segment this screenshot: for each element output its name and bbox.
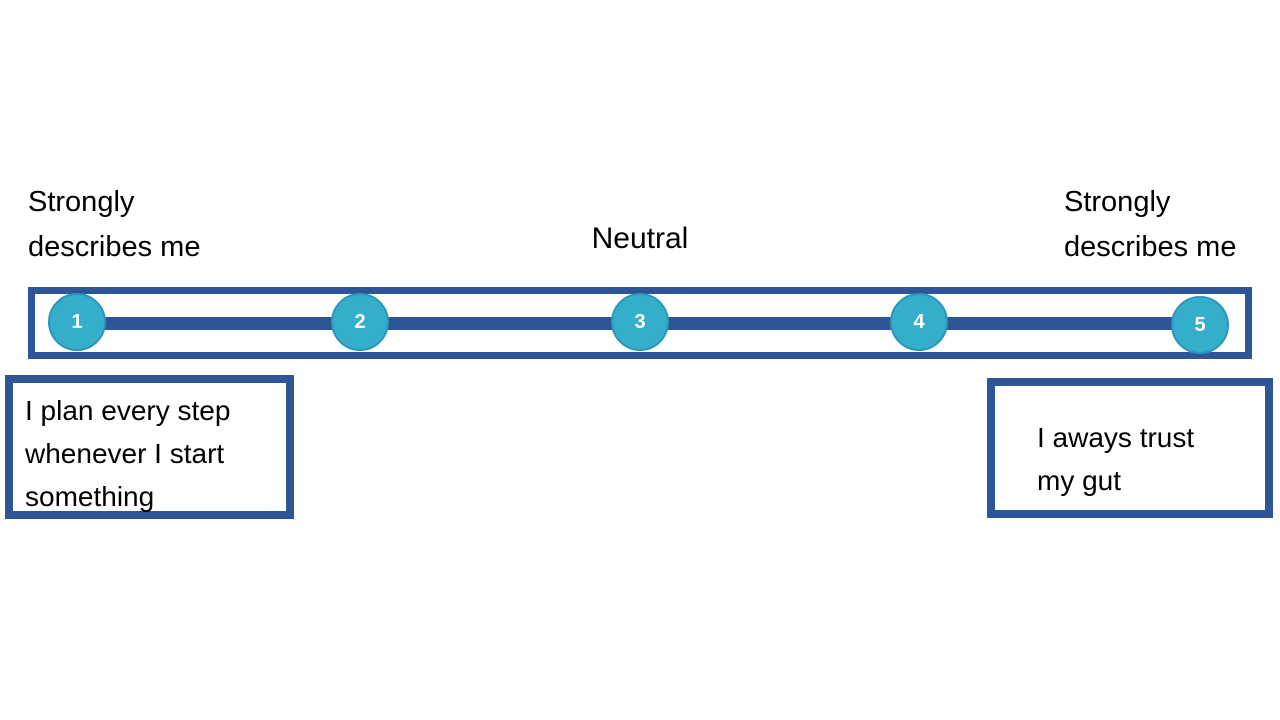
statement-box-right: I aways trust my gut [987,378,1273,518]
scale-point-2[interactable]: 2 [331,293,389,351]
statement-text-right: I aways trust my gut [1037,422,1195,496]
anchor-label-right: Strongly describes me [1064,186,1237,263]
statement-text-left: I plan every step whenever I start somet… [25,395,231,512]
statement-box-left: I plan every step whenever I start somet… [5,375,294,519]
anchor-label-neutral: Neutral [591,222,689,255]
scale-point-4[interactable]: 4 [890,293,948,351]
scale-point-5[interactable]: 5 [1171,296,1229,354]
anchor-label-left: Strongly describes me [28,186,201,263]
scale-point-1[interactable]: 1 [48,293,106,351]
scale-point-3[interactable]: 3 [611,293,669,351]
